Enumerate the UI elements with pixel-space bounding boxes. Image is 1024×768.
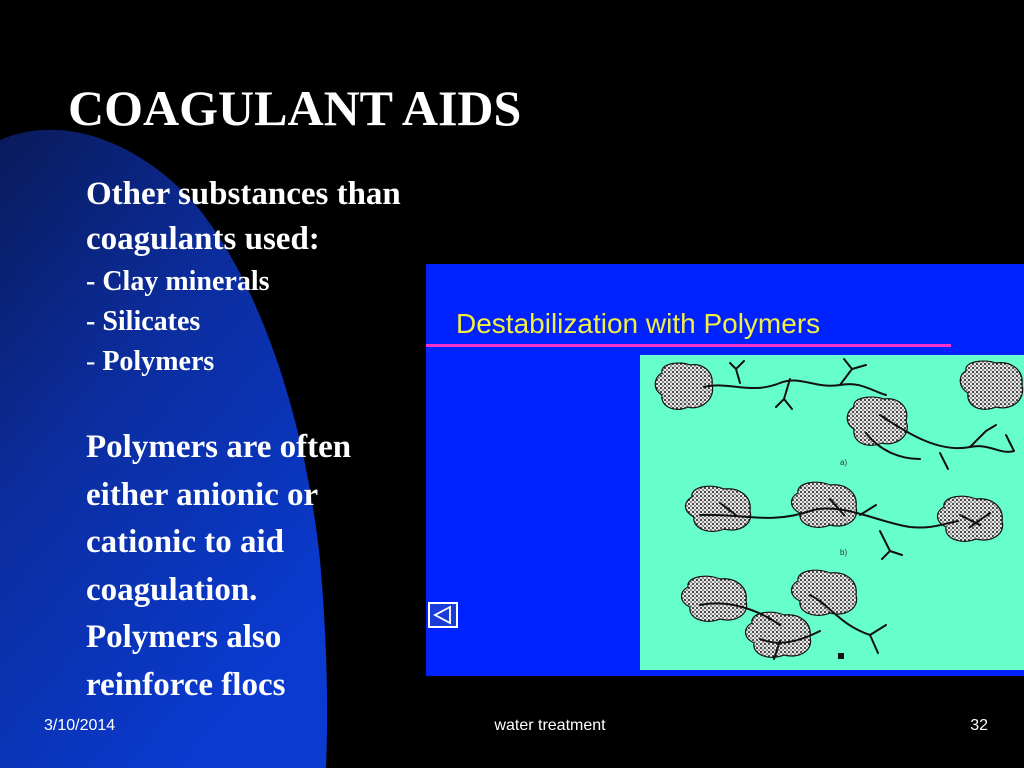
bullet-item: - Silicates [86,302,426,342]
paragraph: Polymers are often either anionic or cat… [86,424,426,709]
bullet-label: Silicates [102,306,201,337]
bullet-dash: - [86,346,103,377]
back-triangle-icon[interactable] [428,602,458,628]
particle [680,569,858,658]
bullet-dash: - [86,306,103,337]
label-a: a) [840,458,847,467]
paragraph-line: coagulation. [86,571,258,608]
polymer-chain [699,498,991,560]
bullet-label: Clay minerals [102,266,270,297]
slide-number: 32 [970,717,988,734]
paragraph-line: Polymers are often [86,429,352,465]
polymer-chain [699,594,887,660]
slide-body: Other substances than coagulants used: -… [86,172,426,709]
label-b: b) [840,548,847,557]
polymer-figure: Destabilization with Polymers [426,264,1024,676]
polymer-chain [703,358,1015,470]
paragraph-line: cationic to aid [86,524,284,560]
figure-title: Destabilization with Polymers [456,308,821,339]
intro-line: coagulants used: [86,221,320,257]
intro-line: Other substances than [86,176,401,212]
bullet-label: Polymers [102,346,215,377]
particle [654,360,1024,446]
bullet-dash: - [86,266,103,297]
figure-divider [426,344,951,347]
bullet-item: - Polymers [86,342,426,382]
paragraph-line: Polymers also [86,619,282,655]
footer-title: water treatment [494,717,606,734]
slide-title: COAGULANT AIDS [68,80,522,136]
bullet-item: - Clay minerals [86,262,426,302]
paragraph-line: either anionic or [86,476,319,513]
footer-date: 3/10/2014 [44,717,116,734]
paragraph-line: reinforce flocs [86,666,286,703]
label-c-mark [838,653,844,659]
polymer-diagram: a) b) [640,355,1024,670]
